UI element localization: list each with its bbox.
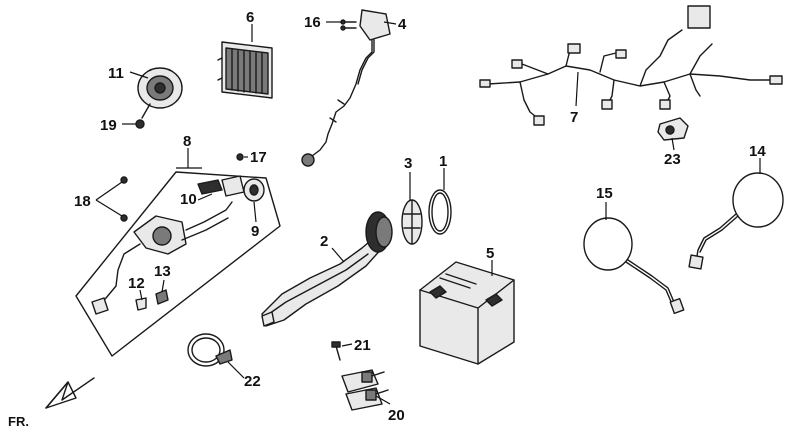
callout-5: 5 [486, 245, 494, 262]
gasket-3-part [401, 199, 423, 245]
callout-2: 2 [320, 233, 328, 250]
callout-14: 14 [749, 143, 766, 160]
mirror-right-part [688, 172, 784, 270]
callout-7: 7 [570, 109, 578, 126]
callout-labels: 1 2 3 4 5 6 7 8 9 10 11 12 13 14 15 16 1… [8, 9, 766, 429]
callout-10: 10 [180, 191, 197, 208]
callout-4: 4 [398, 16, 407, 33]
callout-22: 22 [244, 373, 261, 390]
battery-part [419, 261, 515, 365]
fuse-holder-part [341, 369, 389, 411]
callout-19: 19 [100, 117, 117, 134]
callout-17: 17 [250, 149, 267, 166]
wire-harness-part [479, 5, 783, 126]
callout-3: 3 [404, 155, 412, 172]
callout-18: 18 [74, 193, 91, 210]
callout-15: 15 [596, 185, 613, 202]
ignition-coil-part [301, 9, 391, 167]
ring-1-part [428, 189, 452, 235]
callout-16: 16 [304, 14, 321, 31]
screw-17-part [236, 153, 244, 161]
mirror-left-part [583, 217, 685, 315]
callout-6: 6 [246, 9, 254, 26]
bolt-21-part [331, 341, 341, 361]
callout-11: 11 [108, 65, 124, 82]
callout-20: 20 [388, 407, 405, 424]
front-direction-label: FR. [8, 414, 29, 429]
callout-23: 23 [664, 151, 681, 168]
horn-part [137, 67, 183, 119]
bracket-2-part [261, 211, 393, 327]
callout-8: 8 [183, 133, 191, 150]
bolt-19-part [135, 119, 145, 129]
clamp-22-part [187, 333, 233, 367]
callout-13: 13 [154, 263, 171, 280]
leader-lines [95, 21, 761, 405]
regulator-part [217, 41, 273, 99]
callout-1: 1 [439, 153, 447, 170]
callout-9: 9 [251, 223, 259, 240]
callout-12: 12 [128, 275, 145, 292]
callout-21: 21 [354, 337, 371, 354]
relay-part [657, 117, 689, 141]
ignition-switch-group [75, 171, 281, 357]
front-direction-arrow [45, 377, 95, 409]
